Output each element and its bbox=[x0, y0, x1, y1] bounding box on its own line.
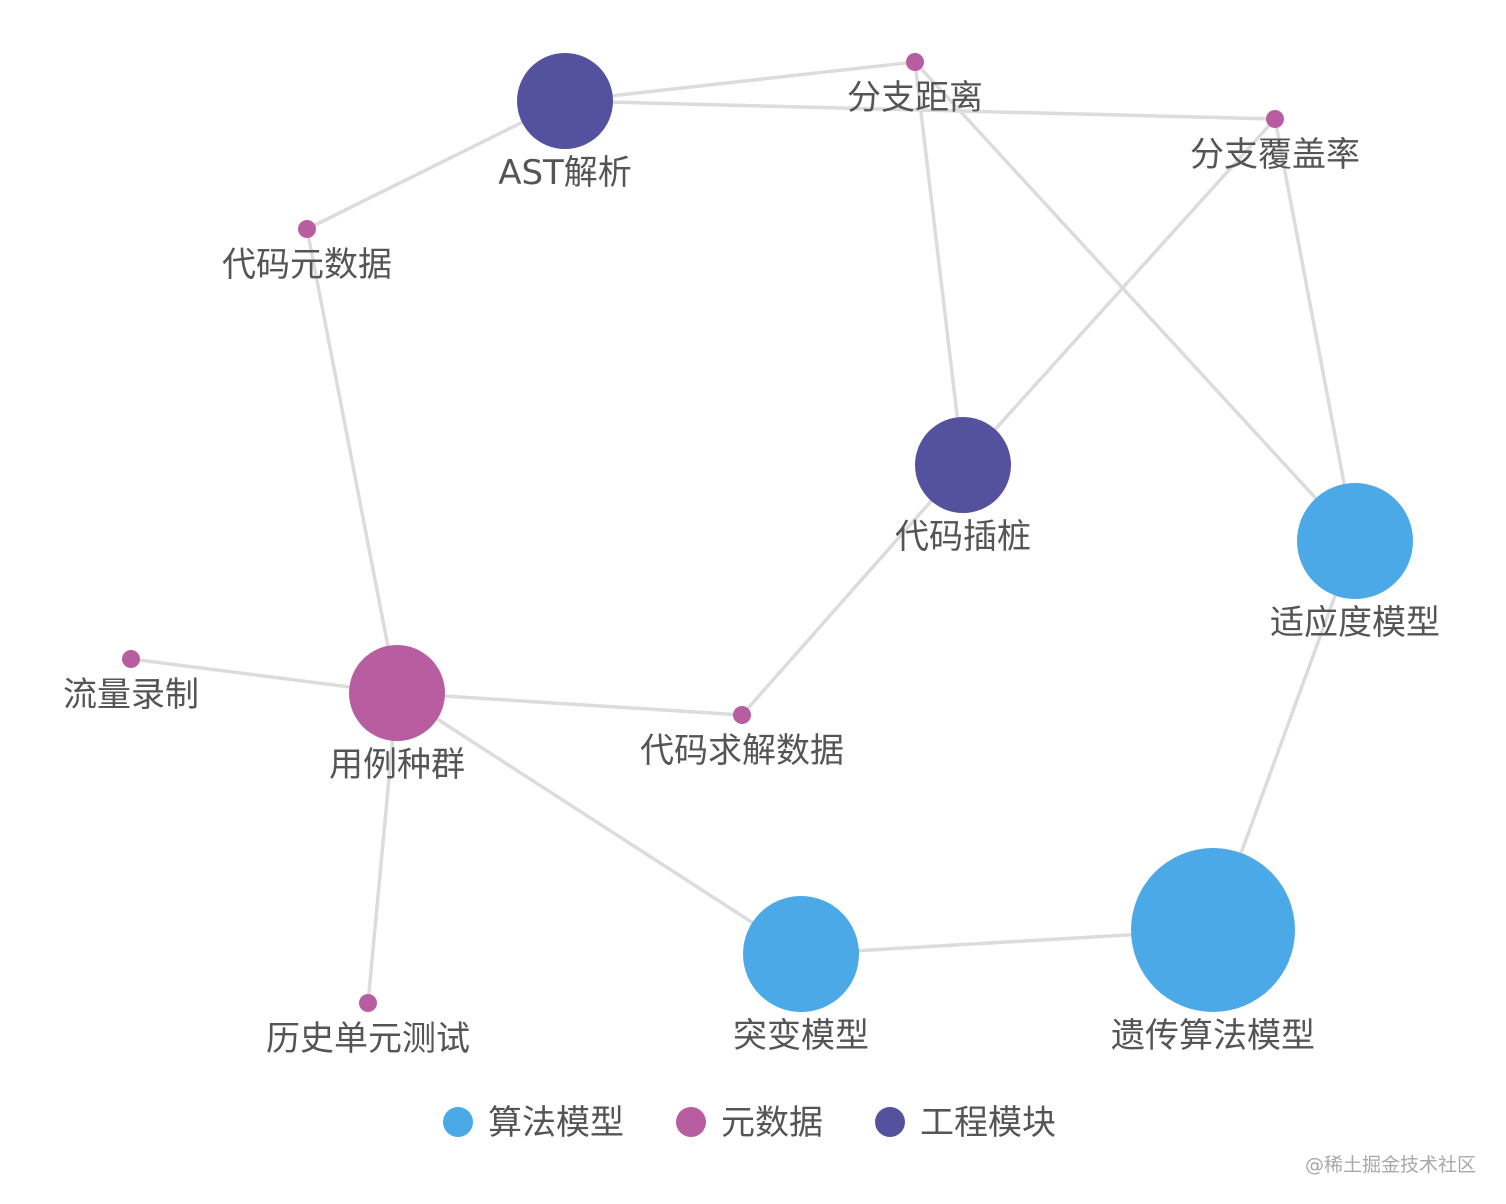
node-label: 遗传算法模型 bbox=[1111, 1016, 1315, 1056]
node-traffic[interactable]: 流量录制 bbox=[63, 650, 199, 715]
node-label: 代码求解数据 bbox=[640, 731, 844, 771]
legend-dot[interactable] bbox=[676, 1107, 706, 1137]
legend-dot[interactable] bbox=[443, 1107, 473, 1137]
edge-instrument-solve_data bbox=[740, 463, 965, 717]
edge-ast-code_meta bbox=[306, 99, 566, 231]
node-ast[interactable]: AST解析 bbox=[498, 53, 632, 193]
node-circle[interactable] bbox=[906, 53, 924, 71]
legend-label: 算法模型 bbox=[488, 1103, 624, 1143]
watermark: @稀土掘金技术社区 bbox=[1305, 1154, 1476, 1176]
edge-population-solve_data bbox=[396, 691, 743, 717]
node-history_ut[interactable]: 历史单元测试 bbox=[266, 994, 470, 1059]
legend: 算法模型 元数据 工程模块 bbox=[443, 1103, 1056, 1143]
node-solve_data[interactable]: 代码求解数据 bbox=[640, 706, 844, 771]
edge-branch_cov-fitness bbox=[1273, 118, 1357, 542]
edge-population-history_ut bbox=[366, 692, 399, 1004]
node-circle[interactable] bbox=[298, 220, 316, 238]
node-label: 历史单元测试 bbox=[266, 1019, 470, 1059]
edge-population-mutation bbox=[396, 691, 802, 956]
legend-label: 元数据 bbox=[721, 1103, 823, 1143]
legend-label: 工程模块 bbox=[920, 1103, 1056, 1143]
node-circle[interactable] bbox=[1131, 848, 1295, 1012]
node-circle[interactable] bbox=[915, 417, 1011, 513]
node-circle[interactable] bbox=[122, 650, 140, 668]
legend-item-algo[interactable]: 算法模型 bbox=[443, 1103, 624, 1143]
node-circle[interactable] bbox=[359, 994, 377, 1012]
legend-item-meta[interactable]: 元数据 bbox=[676, 1103, 823, 1143]
legend-item-eng[interactable]: 工程模块 bbox=[875, 1103, 1056, 1143]
node-genetic[interactable]: 遗传算法模型 bbox=[1111, 848, 1315, 1056]
node-label: 流量录制 bbox=[63, 675, 199, 715]
node-population[interactable]: 用例种群 bbox=[329, 645, 465, 785]
node-label: 用例种群 bbox=[329, 745, 465, 785]
node-label: 分支距离 bbox=[847, 78, 983, 118]
edge-branch_cov-instrument bbox=[961, 117, 1277, 467]
node-code_meta[interactable]: 代码元数据 bbox=[222, 220, 392, 285]
node-circle[interactable] bbox=[743, 896, 859, 1012]
edge-ast-branch_dist bbox=[564, 60, 916, 103]
node-label: 突变模型 bbox=[733, 1016, 869, 1056]
node-circle[interactable] bbox=[733, 706, 751, 724]
node-circle[interactable] bbox=[349, 645, 445, 741]
node-circle[interactable] bbox=[1297, 483, 1413, 599]
node-label: 分支覆盖率 bbox=[1190, 135, 1360, 175]
node-label: AST解析 bbox=[498, 153, 632, 193]
edge-branch_dist-fitness bbox=[913, 60, 1357, 543]
node-instrument[interactable]: 代码插桩 bbox=[895, 417, 1031, 557]
node-fitness[interactable]: 适应度模型 bbox=[1270, 483, 1440, 643]
node-label: 代码元数据 bbox=[222, 245, 392, 285]
node-label: 适应度模型 bbox=[1270, 603, 1440, 643]
edge-branch_dist-instrument bbox=[913, 61, 965, 466]
edge-code_meta-population bbox=[305, 228, 399, 694]
node-branch_cov[interactable]: 分支覆盖率 bbox=[1190, 110, 1360, 175]
node-circle[interactable] bbox=[517, 53, 613, 149]
node-label: 代码插桩 bbox=[895, 517, 1031, 557]
node-branch_dist[interactable]: 分支距离 bbox=[847, 53, 983, 118]
legend-dot[interactable] bbox=[875, 1107, 905, 1137]
node-circle[interactable] bbox=[1266, 110, 1284, 128]
node-mutation[interactable]: 突变模型 bbox=[733, 896, 869, 1056]
